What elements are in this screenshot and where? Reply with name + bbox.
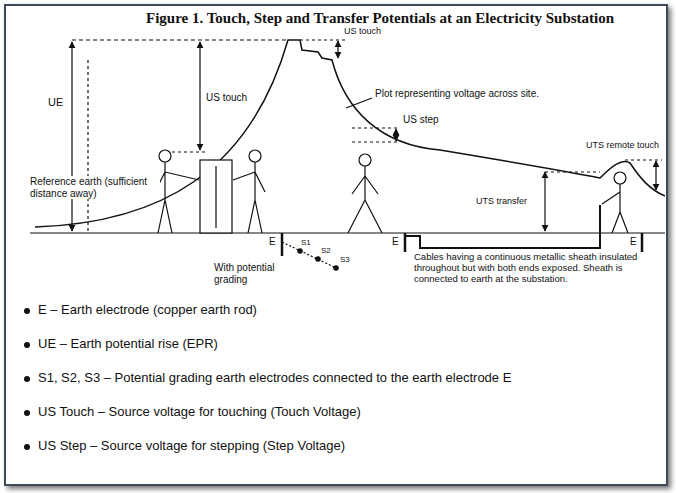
step-arrow [395,129,396,141]
epr-arrow [71,42,72,231]
reference-earth-line [87,60,88,233]
bullet-dot [24,342,30,348]
earth-rod [281,233,284,256]
ground-line [30,232,665,233]
bullet-dot [24,376,30,382]
electrode-label: S1 [301,238,311,247]
reference-earth-label: Reference earth (sufficient distance awa… [30,176,160,199]
voltage-label: US touch [344,26,381,36]
key-item: UE – Earth potential rise (EPR) [22,337,218,352]
key-item: E – Earth electrode (copper earth rod) [22,303,257,318]
electrode-label: S2 [321,246,331,255]
grading-note: With potential grading [214,262,294,285]
key-item: US Touch – Source voltage for touching (… [22,405,361,420]
key-item: S1, S2, S3 – Potential grading earth ele… [22,371,511,386]
equipment-cabinet [200,160,232,233]
bullet-dot [24,444,30,450]
voltage-label: UTS remote touch [586,140,659,150]
person [348,154,382,233]
electrode-label: E [269,236,276,248]
remote-touch-arrow [655,161,656,190]
sheathed-cable [405,205,600,248]
voltage-label: US touch [206,92,247,104]
figure-title: Figure 1. Touch, Step and Transfer Poten… [146,10,614,27]
voltage-label: US step [403,114,439,126]
voltage-label: UE [48,96,63,109]
bullet-dot [24,308,30,314]
person [155,150,199,233]
touch-arrow [199,42,200,150]
touch-arrow [337,41,338,58]
electrode-label: E [392,236,399,248]
cable-note: Cables having a continuous metallic shea… [414,252,654,285]
key-item: US Step – Source voltage for stepping (S… [22,439,345,454]
touch-level-line [172,151,205,152]
bullet-dot [24,410,30,416]
person [233,150,265,233]
epr-level-line [72,39,288,40]
transfer-arrow [544,172,545,231]
earth-rod [641,233,644,252]
voltage-label: UTS transfer [476,196,527,206]
electrode-label: S3 [340,255,350,264]
plot-note: Plot representing voltage across site. [375,88,539,100]
leader-line [346,98,372,108]
person [602,172,628,233]
electrode-label: E [630,236,637,248]
